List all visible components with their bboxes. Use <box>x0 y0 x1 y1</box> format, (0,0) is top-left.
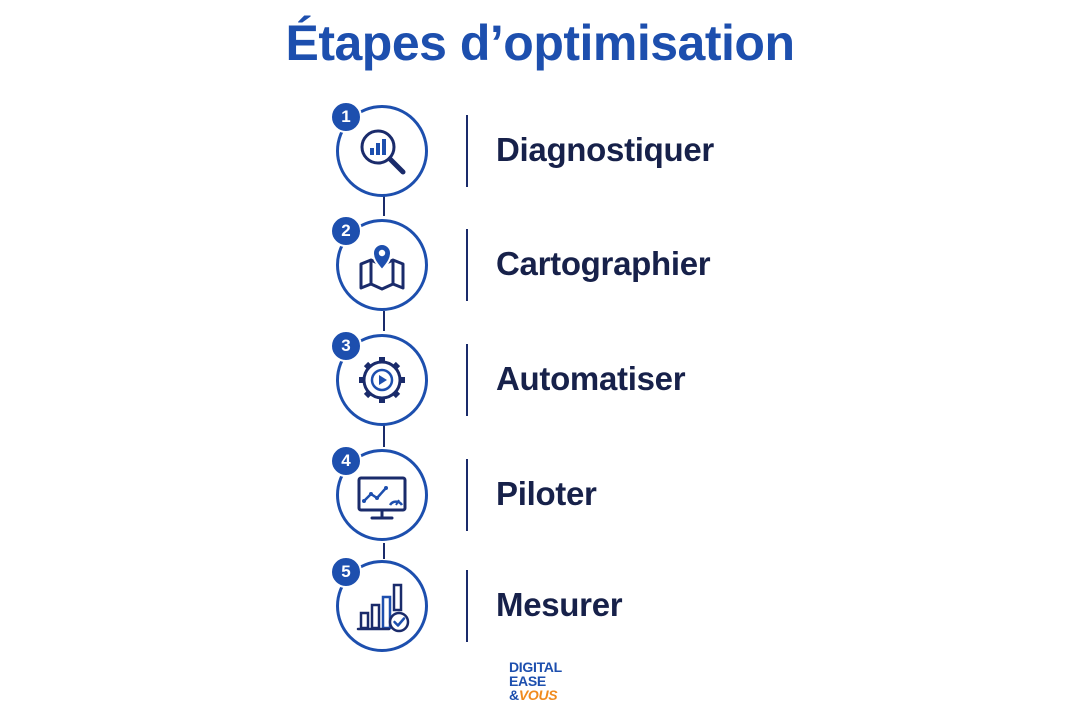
step-5: 5 Mesurer <box>0 556 1080 656</box>
logo-line-3: VOUS <box>518 687 558 703</box>
step-label: Diagnostiquer <box>496 131 714 168</box>
step-number-badge: 5 <box>330 556 362 588</box>
step-number-badge: 2 <box>330 215 362 247</box>
timeline-connector <box>383 425 385 447</box>
logo-line-1: DIGITAL <box>509 659 562 675</box>
step-divider <box>466 570 468 642</box>
step-divider <box>466 459 468 531</box>
bar-chart-check-icon <box>356 583 410 633</box>
map-pin-icon <box>359 243 405 291</box>
step-3: 3 Automatiser <box>0 330 1080 430</box>
monitor-dashboard-icon <box>357 476 407 520</box>
page-title: Étapes d’optimisation <box>285 15 795 71</box>
logo-line-2: EASE <box>509 673 546 689</box>
logo-ampersand: & <box>509 687 519 703</box>
step-1: 1 Diagnostiquer <box>0 101 1080 201</box>
step-divider <box>466 229 468 301</box>
step-number-badge: 3 <box>330 330 362 362</box>
analytics-magnifier-icon <box>360 129 406 175</box>
timeline-connector <box>383 543 385 559</box>
step-divider <box>466 115 468 187</box>
step-label: Cartographier <box>496 245 711 282</box>
timeline-connector <box>383 311 385 331</box>
step-label: Piloter <box>496 475 597 512</box>
step-2: 2 Cartographier <box>0 215 1080 315</box>
step-label: Automatiser <box>496 360 686 397</box>
gear-play-icon <box>359 357 405 403</box>
step-number-badge: 4 <box>330 445 362 477</box>
brand-logo: DIGITAL EASE &VOUS <box>509 660 562 702</box>
step-label: Mesurer <box>496 586 623 623</box>
timeline-connector <box>383 196 385 216</box>
step-divider <box>466 344 468 416</box>
step-icon-circle <box>336 334 428 426</box>
step-number-badge: 1 <box>330 101 362 133</box>
step-4: 4 Piloter <box>0 445 1080 545</box>
